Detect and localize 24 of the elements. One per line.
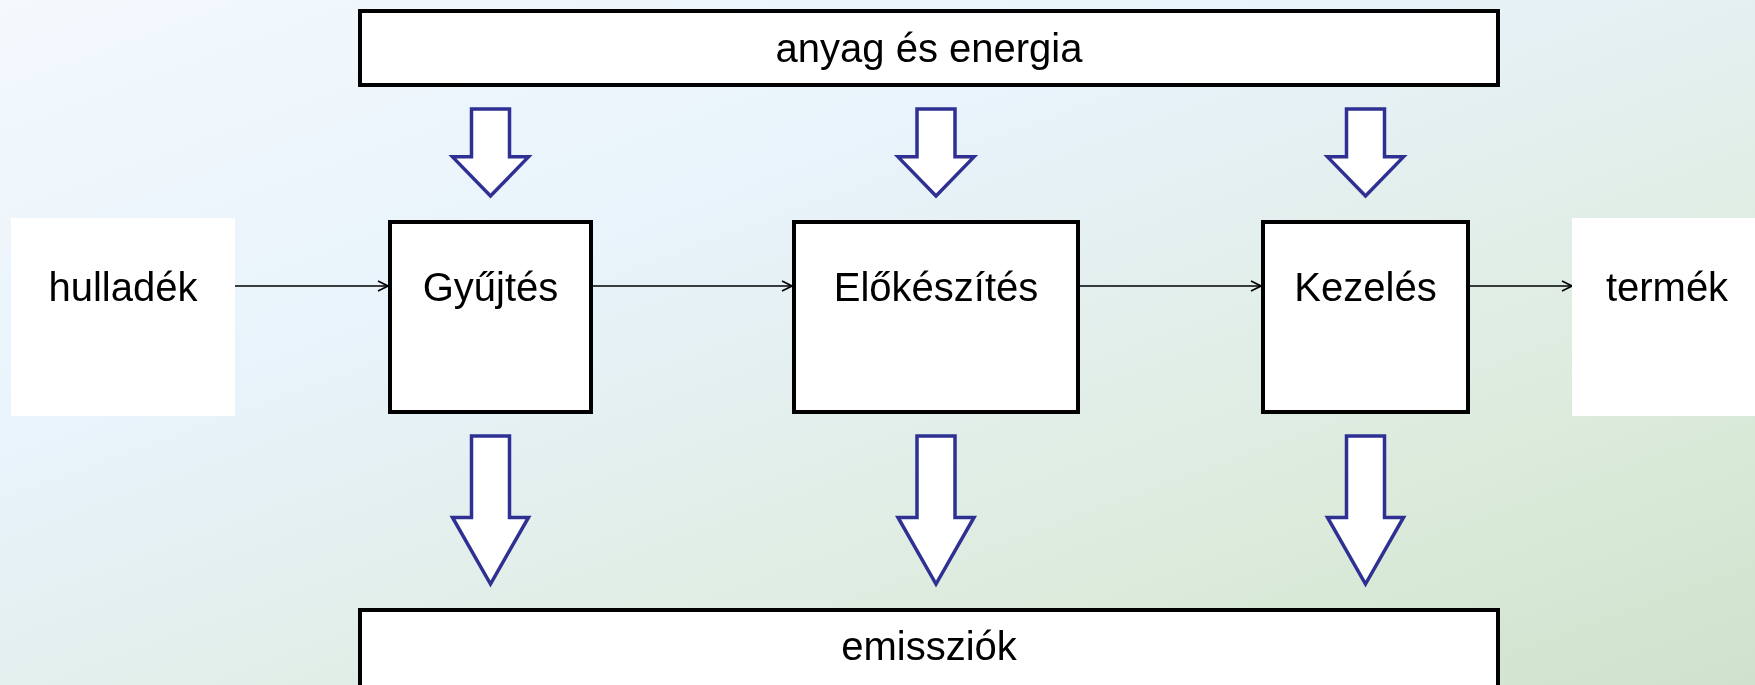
block-arrow bbox=[1323, 107, 1408, 199]
block-arrow bbox=[448, 107, 533, 199]
process-box bbox=[1261, 220, 1470, 414]
node-label: Előkészítés bbox=[833, 264, 1039, 310]
node-label: Kezelés bbox=[1294, 264, 1437, 310]
output-box bbox=[1572, 218, 1755, 416]
process-box bbox=[388, 220, 593, 414]
node-label: termék bbox=[1605, 264, 1729, 310]
arrow bbox=[1469, 280, 1573, 292]
block-arrow bbox=[449, 434, 532, 588]
node-label: hulladék bbox=[48, 264, 198, 310]
arrow bbox=[1079, 280, 1262, 292]
block-arrow bbox=[893, 107, 979, 199]
node-label: emissziók bbox=[841, 623, 1017, 669]
input-box bbox=[358, 9, 1500, 87]
block-arrow bbox=[1324, 434, 1407, 588]
process-box bbox=[792, 220, 1080, 414]
block-arrow bbox=[895, 434, 977, 588]
arrow bbox=[234, 280, 389, 292]
source-box bbox=[11, 218, 235, 416]
node-label: anyag és energia bbox=[775, 25, 1083, 71]
node-label: Gyűjtés bbox=[422, 264, 559, 310]
arrow bbox=[592, 280, 793, 292]
output-box bbox=[358, 608, 1500, 685]
